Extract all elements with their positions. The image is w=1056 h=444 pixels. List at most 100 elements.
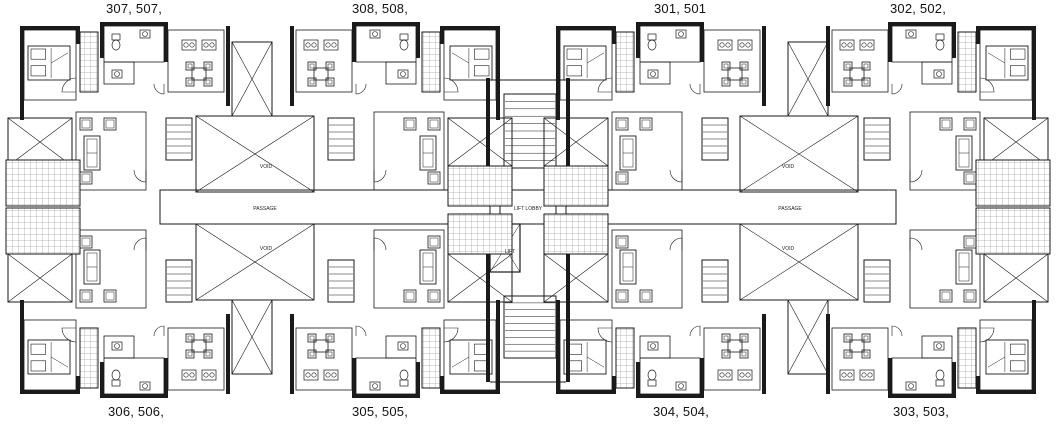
chair: [307, 61, 317, 71]
duct-stairs: [701, 259, 729, 303]
door-swing: [689, 83, 701, 95]
bed: [563, 339, 607, 375]
bed: [27, 45, 71, 81]
basin: [905, 29, 917, 39]
door-swing: [909, 169, 923, 183]
void-label-1: VOID: [260, 164, 273, 170]
stove: [201, 39, 217, 51]
stove: [181, 369, 197, 381]
basin: [397, 69, 409, 79]
chair: [861, 333, 871, 343]
chair: [843, 333, 853, 343]
chair: [843, 77, 853, 87]
dining-table: [721, 333, 749, 359]
sofa: [83, 249, 101, 285]
dining-table: [721, 61, 749, 87]
plan-linework: [5, 22, 1051, 398]
flat-301: [543, 22, 766, 207]
chair: [721, 333, 731, 343]
bed: [449, 339, 493, 375]
chair: [185, 333, 195, 343]
door-swing: [153, 83, 165, 95]
toilet: [399, 369, 409, 387]
chair: [843, 349, 853, 359]
side-balcony-left-lower: [5, 207, 81, 255]
basin: [933, 69, 945, 79]
chair: [427, 289, 441, 303]
staircase-lower: [503, 295, 557, 359]
sofa: [955, 135, 973, 171]
duct-stairs: [327, 259, 355, 303]
balcony: [543, 165, 609, 207]
door-swing: [597, 327, 613, 343]
door-swing: [909, 237, 923, 251]
chair: [963, 289, 977, 303]
door-swing: [153, 325, 165, 337]
stove: [717, 369, 733, 381]
door-swing: [61, 327, 77, 343]
chair: [325, 77, 335, 87]
chair: [739, 333, 749, 343]
chair: [325, 333, 335, 343]
sofa: [619, 249, 637, 285]
chair: [403, 289, 417, 303]
chair: [843, 61, 853, 71]
door-swing: [355, 83, 367, 95]
sofa: [419, 135, 437, 171]
basin: [111, 69, 123, 79]
dining-table: [185, 333, 213, 359]
chair: [185, 61, 195, 71]
stove: [201, 369, 217, 381]
chair: [427, 171, 441, 185]
duct-stairs: [701, 117, 729, 161]
unit-label-302: 302, 502,: [890, 1, 947, 16]
void-lower-1: [231, 299, 273, 375]
passage-label-left: PASSAGE: [253, 206, 277, 212]
bed: [985, 45, 1029, 81]
chair: [307, 349, 317, 359]
unit-label-303: 303, 503,: [893, 404, 950, 419]
door-swing: [373, 169, 387, 183]
chair: [939, 289, 953, 303]
chair: [103, 289, 117, 303]
staircase-upper: [503, 93, 557, 169]
chair: [939, 117, 953, 131]
side-balcony-right-upper: [975, 159, 1051, 207]
chair: [79, 117, 93, 131]
chair: [427, 235, 441, 249]
stove: [303, 39, 319, 51]
door-swing: [133, 169, 147, 183]
balcony: [543, 213, 609, 255]
basin: [933, 341, 945, 351]
chair: [615, 235, 629, 249]
chair: [307, 333, 317, 343]
stove: [737, 369, 753, 381]
chair: [185, 349, 195, 359]
chair: [403, 117, 417, 131]
toilet: [647, 369, 657, 387]
balcony: [615, 327, 635, 389]
chair: [325, 61, 335, 71]
basin: [675, 381, 687, 391]
door-swing: [597, 77, 613, 93]
chair: [103, 117, 117, 131]
basin: [111, 341, 123, 351]
chair: [203, 77, 213, 87]
basin: [369, 381, 381, 391]
stove: [737, 39, 753, 51]
bed: [985, 339, 1029, 375]
chair: [615, 117, 629, 131]
void-label-4: VOID: [782, 246, 795, 252]
chair: [721, 61, 731, 71]
dining-table: [843, 333, 871, 359]
toilet: [647, 33, 657, 51]
flat-308: [290, 22, 513, 207]
sofa: [83, 135, 101, 171]
chair: [861, 77, 871, 87]
stove: [859, 39, 875, 51]
sofa: [619, 135, 637, 171]
stove: [717, 39, 733, 51]
balcony: [615, 31, 635, 93]
chair: [79, 235, 93, 249]
chair: [203, 61, 213, 71]
